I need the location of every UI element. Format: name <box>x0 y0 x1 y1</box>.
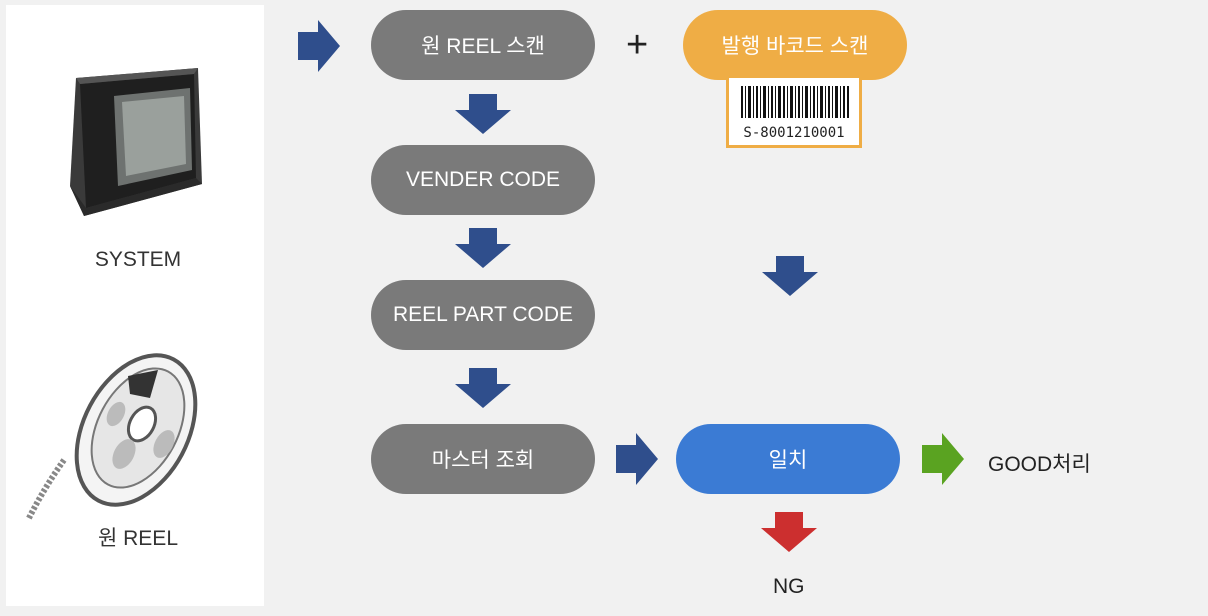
good-result-label: GOOD처리 <box>988 453 1091 476</box>
right-arrow-icon <box>616 433 658 485</box>
down-arrow-icon <box>762 256 818 296</box>
barcode-bars-icon <box>741 86 849 118</box>
step-reel-scan: 원 REEL 스캔 <box>371 10 595 80</box>
barcode-label: S-8001210001 <box>726 78 862 148</box>
step-match: 일치 <box>676 424 900 494</box>
step-master-lookup: 마스터 조회 <box>371 424 595 494</box>
barcode-number: S-8001210001 <box>743 125 845 141</box>
step-barcode-scan: 발행 바코드 스캔 <box>683 10 907 80</box>
ng-result-label: NG <box>773 575 805 598</box>
scanner-device-image <box>70 68 202 216</box>
good-arrow-icon <box>922 433 964 485</box>
down-arrow-icon <box>455 94 511 134</box>
reel-image <box>25 353 198 522</box>
down-arrow-icon <box>455 228 511 268</box>
step-reel-part-code: REEL PART CODE <box>371 280 595 350</box>
entry-arrow-icon <box>298 20 340 72</box>
reel-label: 원 REEL <box>97 527 178 550</box>
step-vender-code: VENDER CODE <box>371 145 595 215</box>
plus-icon: + <box>626 24 649 66</box>
ng-arrow-icon <box>761 512 817 552</box>
system-label: SYSTEM <box>94 248 182 271</box>
down-arrow-icon <box>455 368 511 408</box>
